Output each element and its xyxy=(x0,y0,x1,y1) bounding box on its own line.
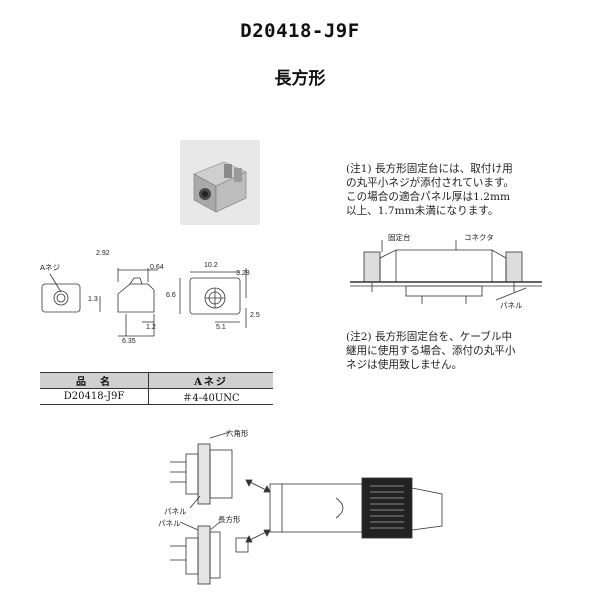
product-photo xyxy=(180,140,260,225)
usage-diagram-lines xyxy=(170,431,443,585)
shape-subtitle: 長方形 xyxy=(274,69,326,89)
note-1-line: この場合の適合パネル厚は1.2mm xyxy=(346,191,511,203)
dim-2-5: 2.5 xyxy=(250,312,260,319)
label-panel: パネル xyxy=(500,301,523,310)
note-1: (注1) 長方形固定台には、取付け用 の丸平小ネジが添付されています。 この場合… xyxy=(346,162,514,218)
note-1-line: の丸平小ネジが添付されています。 xyxy=(346,177,515,189)
a-screw-callout: Aネジ xyxy=(40,263,61,272)
label-panel-top: パネル xyxy=(164,507,187,516)
mount-diagram-lines xyxy=(350,240,542,304)
dim-1-3: 1.3 xyxy=(88,296,98,303)
note-2: (注2) 長方形固定台を、ケーブル中 継用に使用する場合、添付の丸平小 ネジは使… xyxy=(346,330,516,372)
spec-table-header: 品 名 Aネジ xyxy=(40,372,273,389)
table-row: D20418-J9F ＃4-40UNC xyxy=(40,388,273,405)
note-2-line: ネジは使用致しません。 xyxy=(346,359,463,371)
dim-6-6: 6.6 xyxy=(166,292,176,299)
cell-thread: ＃4-40UNC xyxy=(148,388,273,405)
label-connector: コネクタ xyxy=(464,233,494,242)
header-a-screw: Aネジ xyxy=(148,372,273,389)
dimension-drawing: Aネジ 2.92 0.64 10.2 3.28 1.3 6.6 2.5 1.2 … xyxy=(30,248,265,348)
dim-10-2: 10.2 xyxy=(204,262,218,269)
dim-3-28: 3.28 xyxy=(236,270,250,277)
label-rectangle: 長方形 xyxy=(218,515,241,524)
note-2-line: (注2) 長方形固定台を、ケーブル中 xyxy=(346,331,513,343)
note-1-line: (注1) 長方形固定台には、取付け用 xyxy=(346,163,513,175)
header-product-name: 品 名 xyxy=(40,372,149,389)
dimension-drawing-lines xyxy=(41,268,247,337)
part-number-title: D20418-J9F xyxy=(240,20,360,42)
fixing-base-photo-icon xyxy=(193,161,247,213)
label-panel-bottom: パネル xyxy=(158,519,181,528)
dim-6-35: 6.35 xyxy=(122,338,136,345)
label-fixing-base: 固定台 xyxy=(388,233,411,242)
label-hexagon: 六角形 xyxy=(226,429,249,438)
dim-0-64: 0.64 xyxy=(150,264,164,271)
spec-table: 品 名 Aネジ D20418-J9F ＃4-40UNC xyxy=(40,372,273,405)
usage-diagram: 六角形 パネル パネル 長方形 xyxy=(150,426,445,591)
dim-5-1: 5.1 xyxy=(216,324,226,331)
mount-diagram: 固定台 コネクタ パネル xyxy=(346,228,556,318)
note-2-line: 継用に使用する場合、添付の丸平小 xyxy=(346,345,516,357)
note-1-line: 以上、1.7mm未満になります。 xyxy=(346,205,499,217)
dim-1-2: 1.2 xyxy=(146,324,156,331)
cell-product: D20418-J9F xyxy=(40,388,149,405)
dim-2-92: 2.92 xyxy=(96,250,110,257)
